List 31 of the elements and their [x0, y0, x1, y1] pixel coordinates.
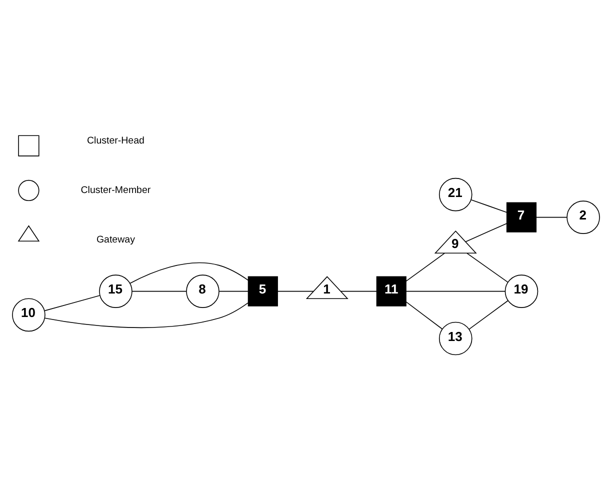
connector — [470, 198, 508, 212]
node-circle: 21 — [438, 177, 472, 211]
legend-label: Cluster-Member — [80, 184, 151, 196]
connector — [132, 290, 187, 292]
connector — [536, 216, 568, 218]
node-circle: 19 — [504, 274, 538, 308]
node-box: 11 — [376, 276, 406, 306]
connector — [218, 290, 248, 292]
node-circle: 8 — [186, 274, 220, 308]
connector — [277, 290, 314, 292]
connector — [466, 252, 508, 282]
node-circle — [18, 179, 40, 201]
connector — [465, 222, 508, 242]
node-circle: 13 — [438, 321, 472, 355]
legend-label: Gateway — [96, 234, 135, 246]
legend-label: Cluster-Head — [86, 134, 144, 146]
connector — [406, 290, 506, 292]
connector — [130, 262, 249, 284]
connector — [468, 300, 508, 330]
connector — [44, 302, 248, 328]
node-box: 7 — [506, 202, 537, 232]
node-circle: 15 — [99, 274, 132, 308]
connector — [44, 294, 100, 311]
node-triangle — [18, 224, 40, 242]
connector — [406, 252, 446, 282]
connector — [340, 290, 378, 292]
node-circle: 10 — [12, 298, 46, 332]
connector — [406, 300, 443, 329]
node-circle: 2 — [566, 200, 600, 234]
node-box — [18, 134, 40, 156]
node-box: 5 — [248, 276, 278, 306]
